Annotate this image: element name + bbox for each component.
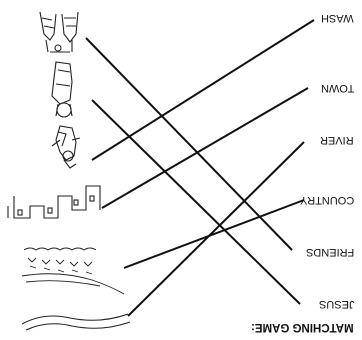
match-line-river — [127, 141, 305, 317]
jesus-picture-icon — [51, 61, 73, 118]
match-line-friends — [85, 37, 293, 251]
country-picture-icon — [21, 247, 125, 295]
word-jesus: JESUS — [318, 298, 354, 310]
word-town: TOWN — [320, 82, 354, 94]
match-line-town — [101, 87, 309, 209]
word-wash: WASH — [321, 12, 354, 24]
friends-picture-icon — [51, 125, 81, 169]
wash-picture-icon — [39, 11, 79, 53]
town-picture-icon — [7, 185, 101, 219]
match-line-jesus — [91, 99, 301, 305]
river-picture-icon — [21, 313, 131, 331]
match-line-wash — [91, 19, 315, 161]
word-country: COUNTRY — [299, 194, 354, 206]
match-line-country — [123, 199, 305, 269]
worksheet-title: MATCHING GAME: — [251, 321, 354, 333]
word-river: RIVER — [320, 134, 354, 146]
word-friends: FRIENDS — [305, 246, 354, 258]
